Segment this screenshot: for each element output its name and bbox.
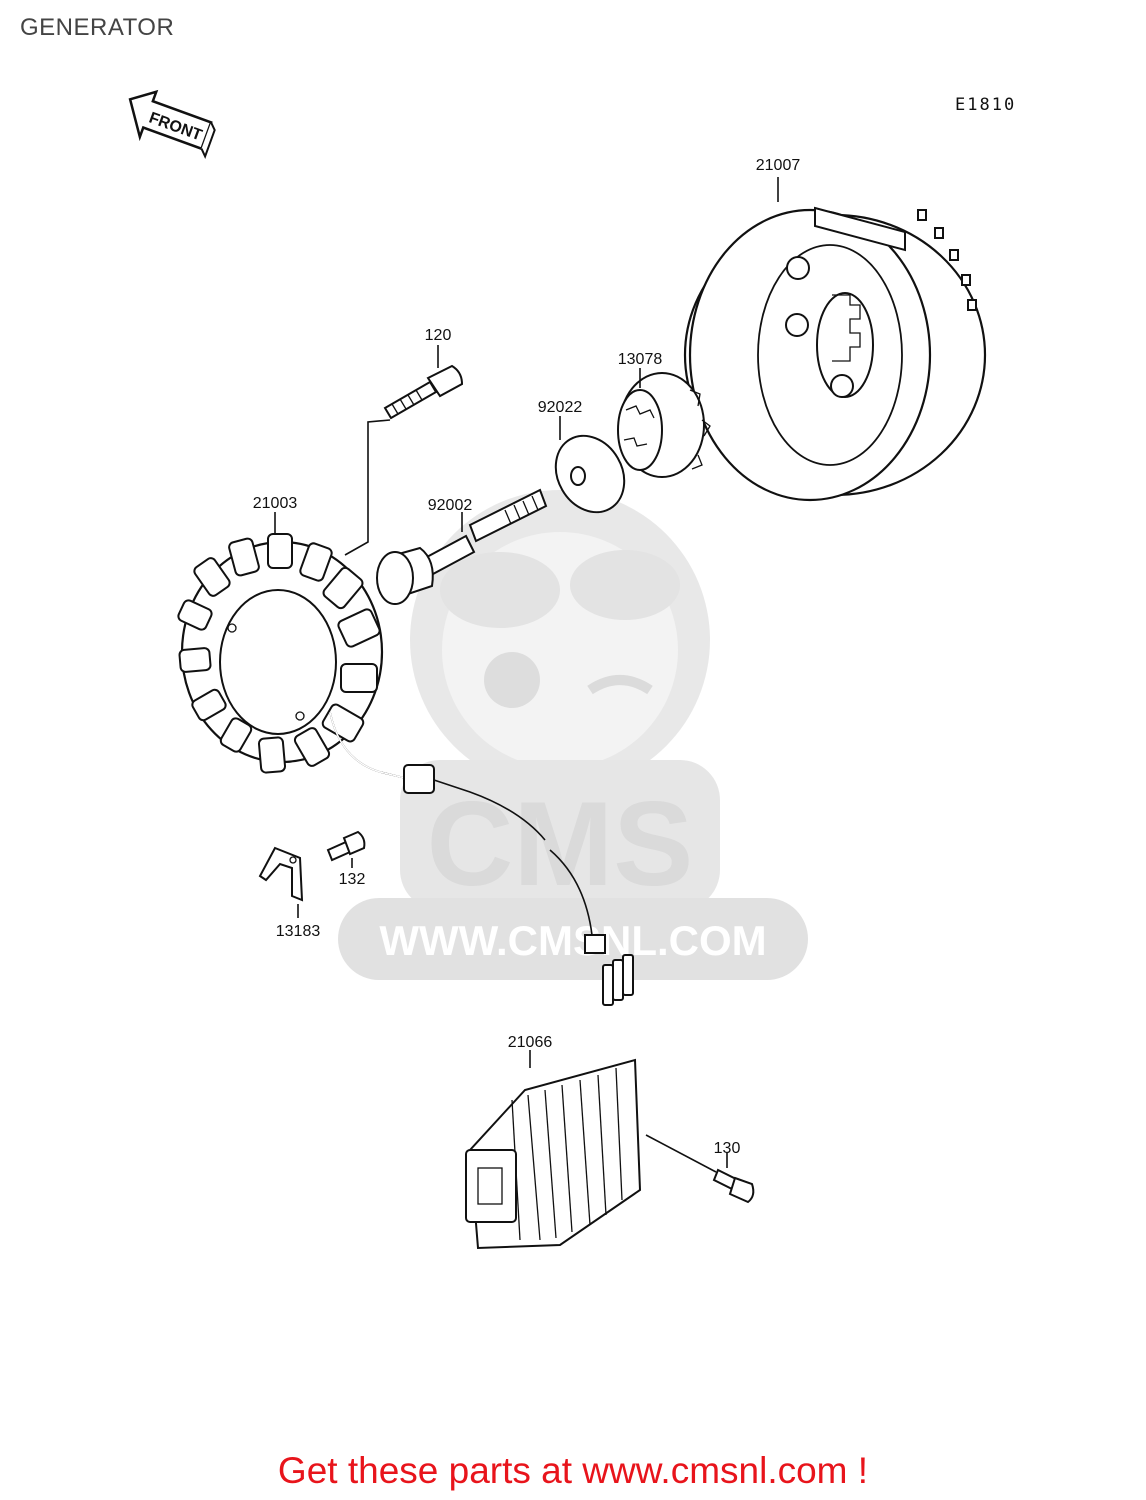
label-92002: 92002: [428, 497, 473, 514]
label-120: 120: [425, 327, 452, 344]
stator-wire-harness: [329, 711, 634, 1006]
part-13183-bracket: [258, 846, 304, 902]
front-direction-badge: FRONT: [128, 89, 216, 160]
part-21066-regulator: [465, 1058, 642, 1250]
part-120-bolt: [383, 364, 464, 420]
diagram-code: E1810: [955, 95, 1016, 115]
label-132: 132: [339, 871, 366, 888]
watermark-url: WWW.CMSNL.COM: [379, 917, 766, 964]
part-21007-rotor: [683, 206, 987, 502]
label-13078: 13078: [618, 351, 663, 368]
part-21003-stator: [177, 533, 384, 774]
part-132-bolt: [326, 830, 366, 862]
exploded-parts-diagram: CMS WWW.CMSNL.COM E1810 FRONT 21007: [128, 89, 1016, 1250]
label-13183: 13183: [276, 923, 321, 940]
page-title: GENERATOR: [20, 14, 175, 41]
part-130-bolt: [712, 1168, 755, 1204]
label-21066: 21066: [508, 1034, 553, 1051]
promo-banner-link[interactable]: Get these parts at www.cmsnl.com !: [277, 1450, 869, 1491]
part-92022-washer: [554, 434, 626, 514]
cms-watermark: CMS WWW.CMSNL.COM: [338, 490, 808, 980]
watermark-url-pill: [338, 898, 808, 980]
label-21003: 21003: [253, 495, 298, 512]
label-130: 130: [714, 1140, 741, 1157]
watermark-brand: CMS: [427, 777, 694, 911]
part-13078-gear: [617, 372, 711, 478]
part-92002-stud: [376, 488, 548, 605]
label-21007: 21007: [756, 157, 801, 174]
label-92022: 92022: [538, 399, 583, 416]
